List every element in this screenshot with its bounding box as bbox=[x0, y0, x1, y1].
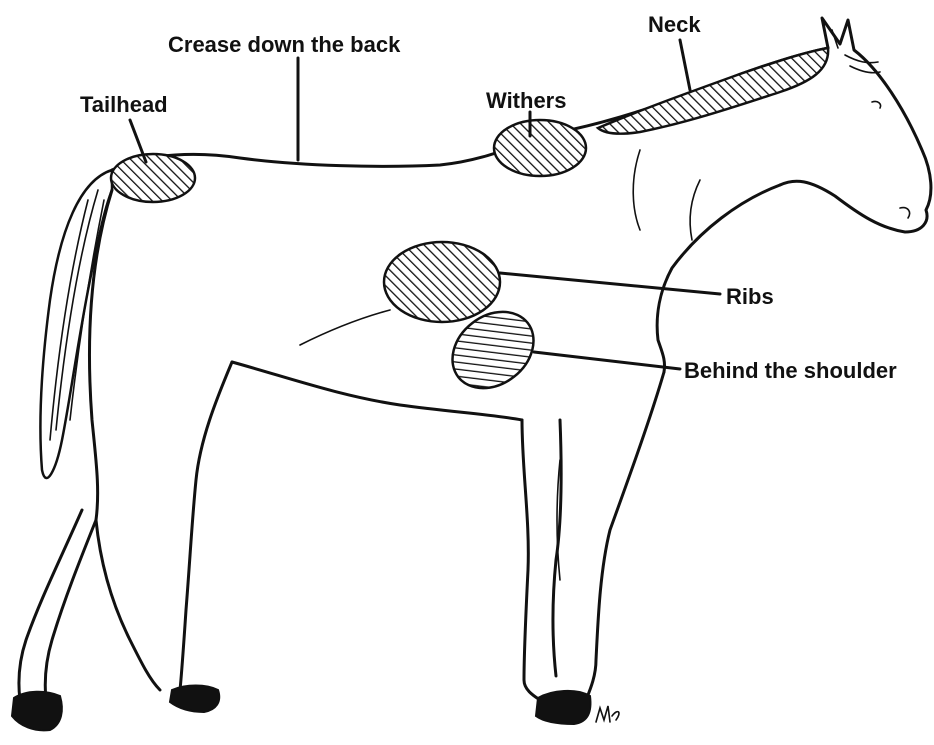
hind-leg-near bbox=[180, 362, 232, 690]
zone-ribs bbox=[384, 242, 500, 322]
front-leg-near bbox=[522, 420, 540, 700]
label-crease: Crease down the back bbox=[168, 32, 401, 57]
leader-behind-shoulder bbox=[534, 352, 680, 369]
label-behind-shoulder: Behind the shoulder bbox=[684, 358, 897, 383]
zone-withers bbox=[494, 120, 586, 176]
horse-neck-underside bbox=[657, 185, 780, 372]
horse-head bbox=[780, 18, 931, 232]
leader-neck bbox=[680, 40, 690, 90]
label-neck: Neck bbox=[648, 12, 701, 37]
hind-leg-far bbox=[96, 520, 160, 690]
front-hoof-near bbox=[536, 691, 590, 724]
hind-hoof-near bbox=[170, 686, 219, 713]
label-withers: Withers bbox=[486, 88, 566, 113]
label-ribs: Ribs bbox=[726, 284, 774, 309]
signature-icon bbox=[596, 706, 619, 722]
hind-hoof-far bbox=[12, 692, 62, 731]
front-leg-far bbox=[586, 372, 664, 700]
label-tailhead: Tailhead bbox=[80, 92, 168, 117]
zone-tailhead bbox=[111, 154, 195, 202]
zone-neck bbox=[598, 48, 828, 134]
leader-ribs bbox=[500, 273, 720, 294]
